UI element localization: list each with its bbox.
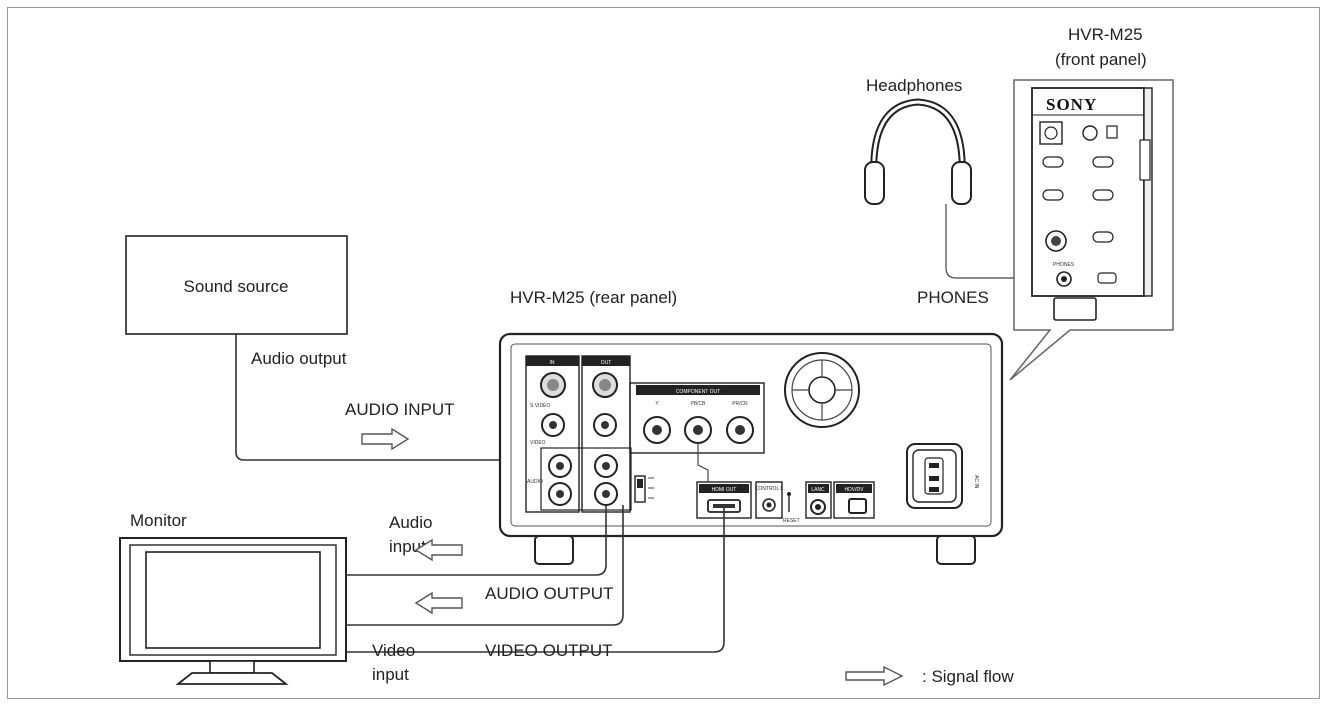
ac-in-label: AC IN: [973, 475, 979, 489]
control-label: CONTROL L: [755, 486, 784, 492]
signal-flow-arrow-icon: [414, 538, 463, 562]
monitor-audio-input-label-line1: Audio: [389, 513, 432, 532]
s-video-label: S VIDEO: [530, 403, 550, 409]
component-pr-label: PR/CR: [732, 401, 748, 407]
phones-label: PHONES: [917, 288, 989, 307]
legend-arrow-icon: [845, 665, 904, 687]
hdv-dv-port: [848, 498, 867, 514]
front-phones-jack-label: PHONES: [1053, 262, 1075, 268]
audio-input-cable: [235, 334, 546, 461]
audio-input-flow-label: AUDIO INPUT: [345, 400, 455, 419]
video-input-label-line2: input: [372, 665, 409, 684]
component-pb-label: PB/CB: [690, 401, 706, 407]
front-brand-logo: SONY: [1046, 95, 1097, 114]
component-lead: [697, 443, 709, 482]
audio-output-cable-l: [346, 505, 607, 576]
headphones-icon: [864, 98, 972, 205]
lanc-label: LANC: [811, 487, 825, 493]
component-y-label: Y: [655, 401, 659, 407]
audio-output-cable-r: [346, 505, 624, 626]
headphones-label: Headphones: [866, 76, 962, 95]
rear-in-label: IN: [550, 360, 555, 366]
video-output-flow-label: VIDEO OUTPUT: [485, 641, 613, 660]
signal-flow-arrow-icon: [414, 591, 463, 615]
video-input-label-line1: Video: [372, 641, 415, 660]
rear-out-label: OUT: [601, 360, 612, 366]
video-label: VIDEO: [530, 440, 546, 446]
video-output-cable: [346, 506, 725, 653]
front-panel-model-label: HVR-M25: [1068, 25, 1143, 44]
audio-output-label: Audio output: [251, 349, 347, 368]
signal-flow-arrow-icon: [361, 427, 410, 451]
hdmi-out-label: HDMI OUT: [712, 487, 737, 493]
sound-source-label: Sound source: [184, 277, 289, 296]
front-panel: SONY PHONES: [1031, 87, 1153, 321]
rear-panel: IN OUT S VIDEO VIDEO AUDIO COM: [498, 332, 1004, 565]
headphones-cable: [945, 204, 1058, 279]
audio-output-flow-label: AUDIO OUTPUT: [485, 584, 613, 603]
reset-label: RESET: [783, 518, 800, 524]
hdv-dv-label: HDV/DV: [845, 487, 865, 493]
monitor-label: Monitor: [130, 511, 187, 530]
audio-jack-label: AUDIO: [527, 479, 543, 485]
front-panel-label: (front panel): [1055, 50, 1147, 69]
diagram-frame: [7, 7, 1320, 699]
rear-panel-label: HVR-M25 (rear panel): [510, 288, 677, 307]
monitor-icon: [119, 537, 347, 685]
component-out-label: COMPONENT OUT: [676, 389, 720, 395]
legend-label: : Signal flow: [922, 667, 1014, 686]
